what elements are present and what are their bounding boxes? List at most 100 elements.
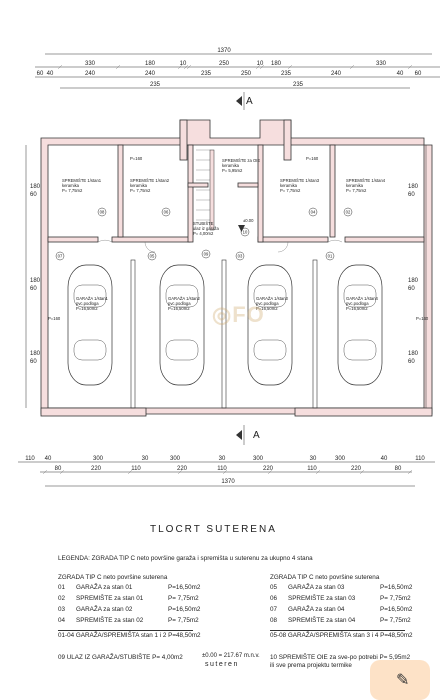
- right-column-heading: ZGRADA TIP C neto površine suterena: [270, 574, 380, 581]
- dim-total-top: 1370: [217, 48, 231, 54]
- dim-label: 180: [145, 61, 156, 67]
- right-column-extra2: ili sve prema projektu termike: [270, 662, 352, 669]
- dim-label: 235: [201, 71, 212, 77]
- divider: [270, 630, 405, 631]
- dim-label: 110: [217, 466, 227, 472]
- level-marker: ±0.00: [243, 218, 254, 223]
- door-label: P=160: [48, 316, 61, 321]
- dim-label: 240: [331, 71, 342, 77]
- dim-label: 10: [257, 61, 264, 67]
- dim-label: 60: [408, 359, 415, 365]
- dim-label: 300: [253, 456, 264, 462]
- room-finish: keramika: [62, 183, 80, 188]
- dim-label: 300: [335, 456, 346, 462]
- garage-area: P=16,50m2: [76, 306, 98, 311]
- dim-label: 180: [30, 351, 41, 357]
- room-number: 06: [164, 210, 169, 215]
- pencil-icon: ✎: [396, 672, 410, 689]
- dim-label: 220: [177, 466, 188, 472]
- dim-label: 220: [91, 466, 102, 472]
- room-label: SPREMIŠTE 1/stan3: [280, 178, 320, 183]
- garage-area: P=16,50m2: [346, 306, 368, 311]
- dim-label: 250: [219, 61, 230, 67]
- dim-label: 220: [263, 466, 274, 472]
- dim-total-bottom: 1370: [221, 479, 235, 485]
- car-icon: [159, 264, 205, 386]
- room-number: 10: [243, 230, 248, 235]
- room-finish: keramika: [130, 183, 148, 188]
- watermark-logo: ◎FO: [212, 302, 265, 327]
- dim-label: 110: [131, 466, 141, 472]
- staircase: ±0.00: [196, 149, 254, 232]
- door-label: P=160: [306, 156, 319, 161]
- dim-label: 30: [310, 456, 317, 462]
- dim-label: 60: [37, 71, 44, 77]
- garage-label: GARAŽA 1/stan1: [76, 296, 109, 301]
- dim-label: 240: [145, 71, 156, 77]
- garage-area: P=16,50m2: [168, 306, 190, 311]
- section-marker-bottom: A: [236, 425, 260, 445]
- dim-label: 110: [25, 456, 35, 462]
- dim-label: 180: [30, 184, 41, 190]
- section-label-bottom: A: [253, 430, 260, 441]
- room-number: 07: [58, 254, 63, 259]
- room-finish: ulaz iz garaža: [193, 226, 220, 231]
- section-marker-top: A: [236, 92, 253, 110]
- dim-label: 60: [408, 192, 415, 198]
- dim-label: 250: [241, 71, 252, 77]
- dim-label: 110: [307, 466, 317, 472]
- room-area: P= 7,75m2: [346, 188, 367, 193]
- room-number: 04: [311, 210, 316, 215]
- room-number-marker: [201, 249, 211, 259]
- dim-label: 10: [180, 61, 187, 67]
- dim-label: 330: [85, 61, 96, 67]
- cars: GARAŽA 1/stan1pvc.podlogaP=16,50m207GARA…: [55, 251, 383, 386]
- garage-finish: pvc.podloga: [256, 301, 279, 306]
- room-number-marker: [308, 207, 318, 217]
- garage-finish: pvc.podloga: [168, 301, 191, 306]
- room-number: 02: [346, 210, 351, 215]
- dim-label: 235: [293, 82, 304, 88]
- room-area: P= 7,75m2: [280, 188, 301, 193]
- room-area: P= 7,75m2: [130, 188, 151, 193]
- room-label: SPREMIŠTE 1/stan4: [346, 178, 386, 183]
- room-area: P= 4,00m2: [193, 231, 214, 236]
- room-number: 09: [204, 252, 209, 257]
- door-label: P=160: [130, 156, 143, 161]
- room-number-marker: [325, 251, 335, 261]
- dim-label: 300: [93, 456, 104, 462]
- dim-label: 220: [351, 466, 362, 472]
- dim-label: 240: [85, 71, 96, 77]
- room-label: SPREMIŠTE 1/stan1: [62, 178, 102, 183]
- dim-label: 30: [219, 456, 226, 462]
- dim-label: 180: [408, 278, 419, 284]
- garage-label: GARAŽA 1/stan2: [168, 296, 201, 301]
- elevation-note: ±0.00 = 217.67 m.n.v.: [202, 653, 260, 659]
- dim-label: 235: [281, 71, 292, 77]
- dim-label: 110: [415, 456, 425, 462]
- room-finish: keramika: [222, 163, 240, 168]
- dim-label: 330: [376, 61, 387, 67]
- room-number-marker: [343, 207, 353, 217]
- garage-label: GARAŽA 1/stan3: [256, 296, 289, 301]
- room-number: 01: [328, 254, 333, 259]
- plan-title: TLOCRT SUTERENA: [150, 524, 277, 535]
- car-icon: [67, 264, 113, 386]
- room-number: 03: [238, 254, 243, 259]
- divider: [58, 630, 193, 631]
- room-label: SPREMIŠTE 1/stan2: [130, 178, 170, 183]
- room-label: STUBIŠTE: [193, 221, 214, 226]
- dim-label: 40: [47, 71, 54, 77]
- section-label-top: A: [246, 96, 253, 107]
- dim-label: 300: [170, 456, 181, 462]
- dim-label: 60: [30, 192, 37, 198]
- room-number: 05: [150, 254, 155, 259]
- edit-button[interactable]: ✎: [370, 660, 430, 700]
